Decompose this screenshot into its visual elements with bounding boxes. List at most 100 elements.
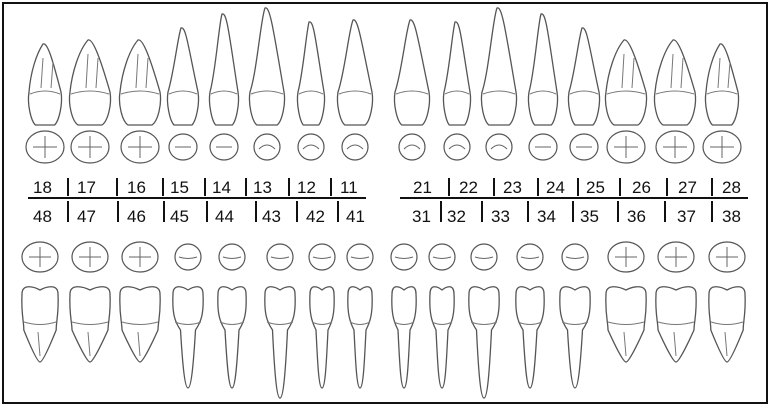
cervical-line: [656, 91, 694, 94]
cervical-line: [707, 91, 737, 94]
cervical-line: [562, 322, 588, 325]
lower-teeth-row: [22, 287, 745, 398]
tooth-17-upper: [69, 40, 110, 125]
tooth-22-upper: [443, 22, 470, 125]
tooth-number-25: 25: [586, 178, 605, 197]
root-division: [624, 332, 626, 356]
cervical-line: [350, 322, 370, 325]
tooth-number-12: 12: [297, 178, 316, 197]
root-division: [674, 332, 676, 356]
cervical-line: [339, 91, 371, 94]
occlusal-41: [347, 244, 373, 270]
root-division: [671, 54, 683, 88]
tooth-number-32: 32: [447, 207, 466, 226]
root-division: [138, 332, 140, 356]
cervical-line: [711, 322, 743, 325]
root-division: [41, 58, 53, 88]
cervical-line: [483, 91, 515, 94]
occlusal-42: [309, 244, 335, 270]
upper-teeth-row: [28, 8, 738, 125]
tooth-number-26: 26: [632, 178, 651, 197]
tooth-number-33: 33: [491, 207, 510, 226]
cervical-line: [251, 91, 283, 94]
tooth-number-41: 41: [346, 207, 365, 226]
tooth-number-47: 47: [77, 207, 96, 226]
tooth-23-upper: [481, 8, 516, 125]
root-division: [725, 332, 727, 356]
tooth-27-upper: [654, 40, 695, 125]
cervical-line: [24, 322, 56, 325]
cervical-line: [394, 322, 414, 325]
cervical-line: [570, 91, 598, 94]
tooth-number-45: 45: [170, 207, 189, 226]
tooth-12-upper: [297, 22, 324, 125]
cervical-line: [72, 322, 108, 325]
cervical-line: [299, 91, 323, 94]
tooth-number-17: 17: [77, 178, 96, 197]
tooth-42-lower: [310, 287, 334, 388]
tooth-41-lower: [348, 287, 372, 388]
cervical-line: [312, 322, 332, 325]
occlusal-43: [267, 244, 293, 270]
cervical-line: [267, 322, 293, 325]
tooth-14-upper: [209, 14, 238, 125]
cervical-line: [175, 322, 201, 325]
root-division: [136, 54, 148, 88]
tooth-number-13: 13: [253, 178, 272, 197]
root-division: [88, 332, 90, 356]
tooth-number-21: 21: [413, 178, 432, 197]
tooth-32-lower: [430, 287, 454, 388]
tooth-number-36: 36: [627, 207, 646, 226]
cervical-line: [607, 91, 645, 94]
tooth-number-28: 28: [722, 178, 741, 197]
cervical-line: [445, 91, 469, 94]
cervical-line: [396, 91, 428, 94]
cervical-line: [432, 322, 452, 325]
cervical-line: [121, 91, 159, 94]
tooth-45-lower: [173, 287, 203, 388]
tooth-16-upper: [119, 40, 160, 125]
tooth-43-lower: [265, 287, 295, 398]
cervical-line: [211, 91, 237, 94]
occlusal-34: [517, 244, 543, 270]
tooth-number-35: 35: [580, 207, 599, 226]
cervical-line: [658, 322, 694, 325]
tooth-number-23: 23: [503, 178, 522, 197]
tooth-number-31: 31: [412, 207, 431, 226]
upper-occlusal-row: [26, 131, 741, 163]
tooth-28-upper: [705, 44, 738, 125]
tooth-11-upper: [337, 20, 372, 125]
tooth-26-upper: [605, 40, 646, 125]
cervical-line: [530, 91, 556, 94]
cervical-line: [518, 322, 542, 325]
tooth-number-11: 11: [340, 178, 358, 197]
tooth-number-37: 37: [677, 207, 696, 226]
occlusal-13: [254, 134, 280, 160]
cervical-line: [30, 91, 60, 94]
tooth-number-18: 18: [33, 178, 52, 197]
occlusal-22: [444, 134, 470, 160]
occlusal-33: [471, 244, 497, 270]
tooth-24-upper: [528, 14, 557, 125]
occlusal-44: [219, 244, 245, 270]
tooth-number-14: 14: [212, 178, 231, 197]
tooth-number-labels: 18 17 16 15 14 13 12 11 21 22 23 24 25 2…: [33, 178, 741, 226]
lower-occlusal-row: [22, 242, 745, 272]
tooth-number-42: 42: [306, 207, 325, 226]
cervical-line: [169, 91, 197, 94]
root-division: [718, 58, 730, 88]
occlusal-23: [486, 134, 512, 160]
tooth-number-15: 15: [170, 178, 189, 197]
tooth-number-38: 38: [722, 207, 741, 226]
tooth-number-48: 48: [33, 207, 52, 226]
tooth-25-upper: [568, 28, 599, 125]
tooth-21-upper: [394, 20, 429, 125]
tooth-15-upper: [167, 28, 198, 125]
cervical-line: [608, 322, 644, 325]
tooth-number-46: 46: [127, 207, 146, 226]
tooth-number-34: 34: [537, 207, 556, 226]
occlusal-31: [391, 244, 417, 270]
tooth-18-upper: [28, 44, 61, 125]
